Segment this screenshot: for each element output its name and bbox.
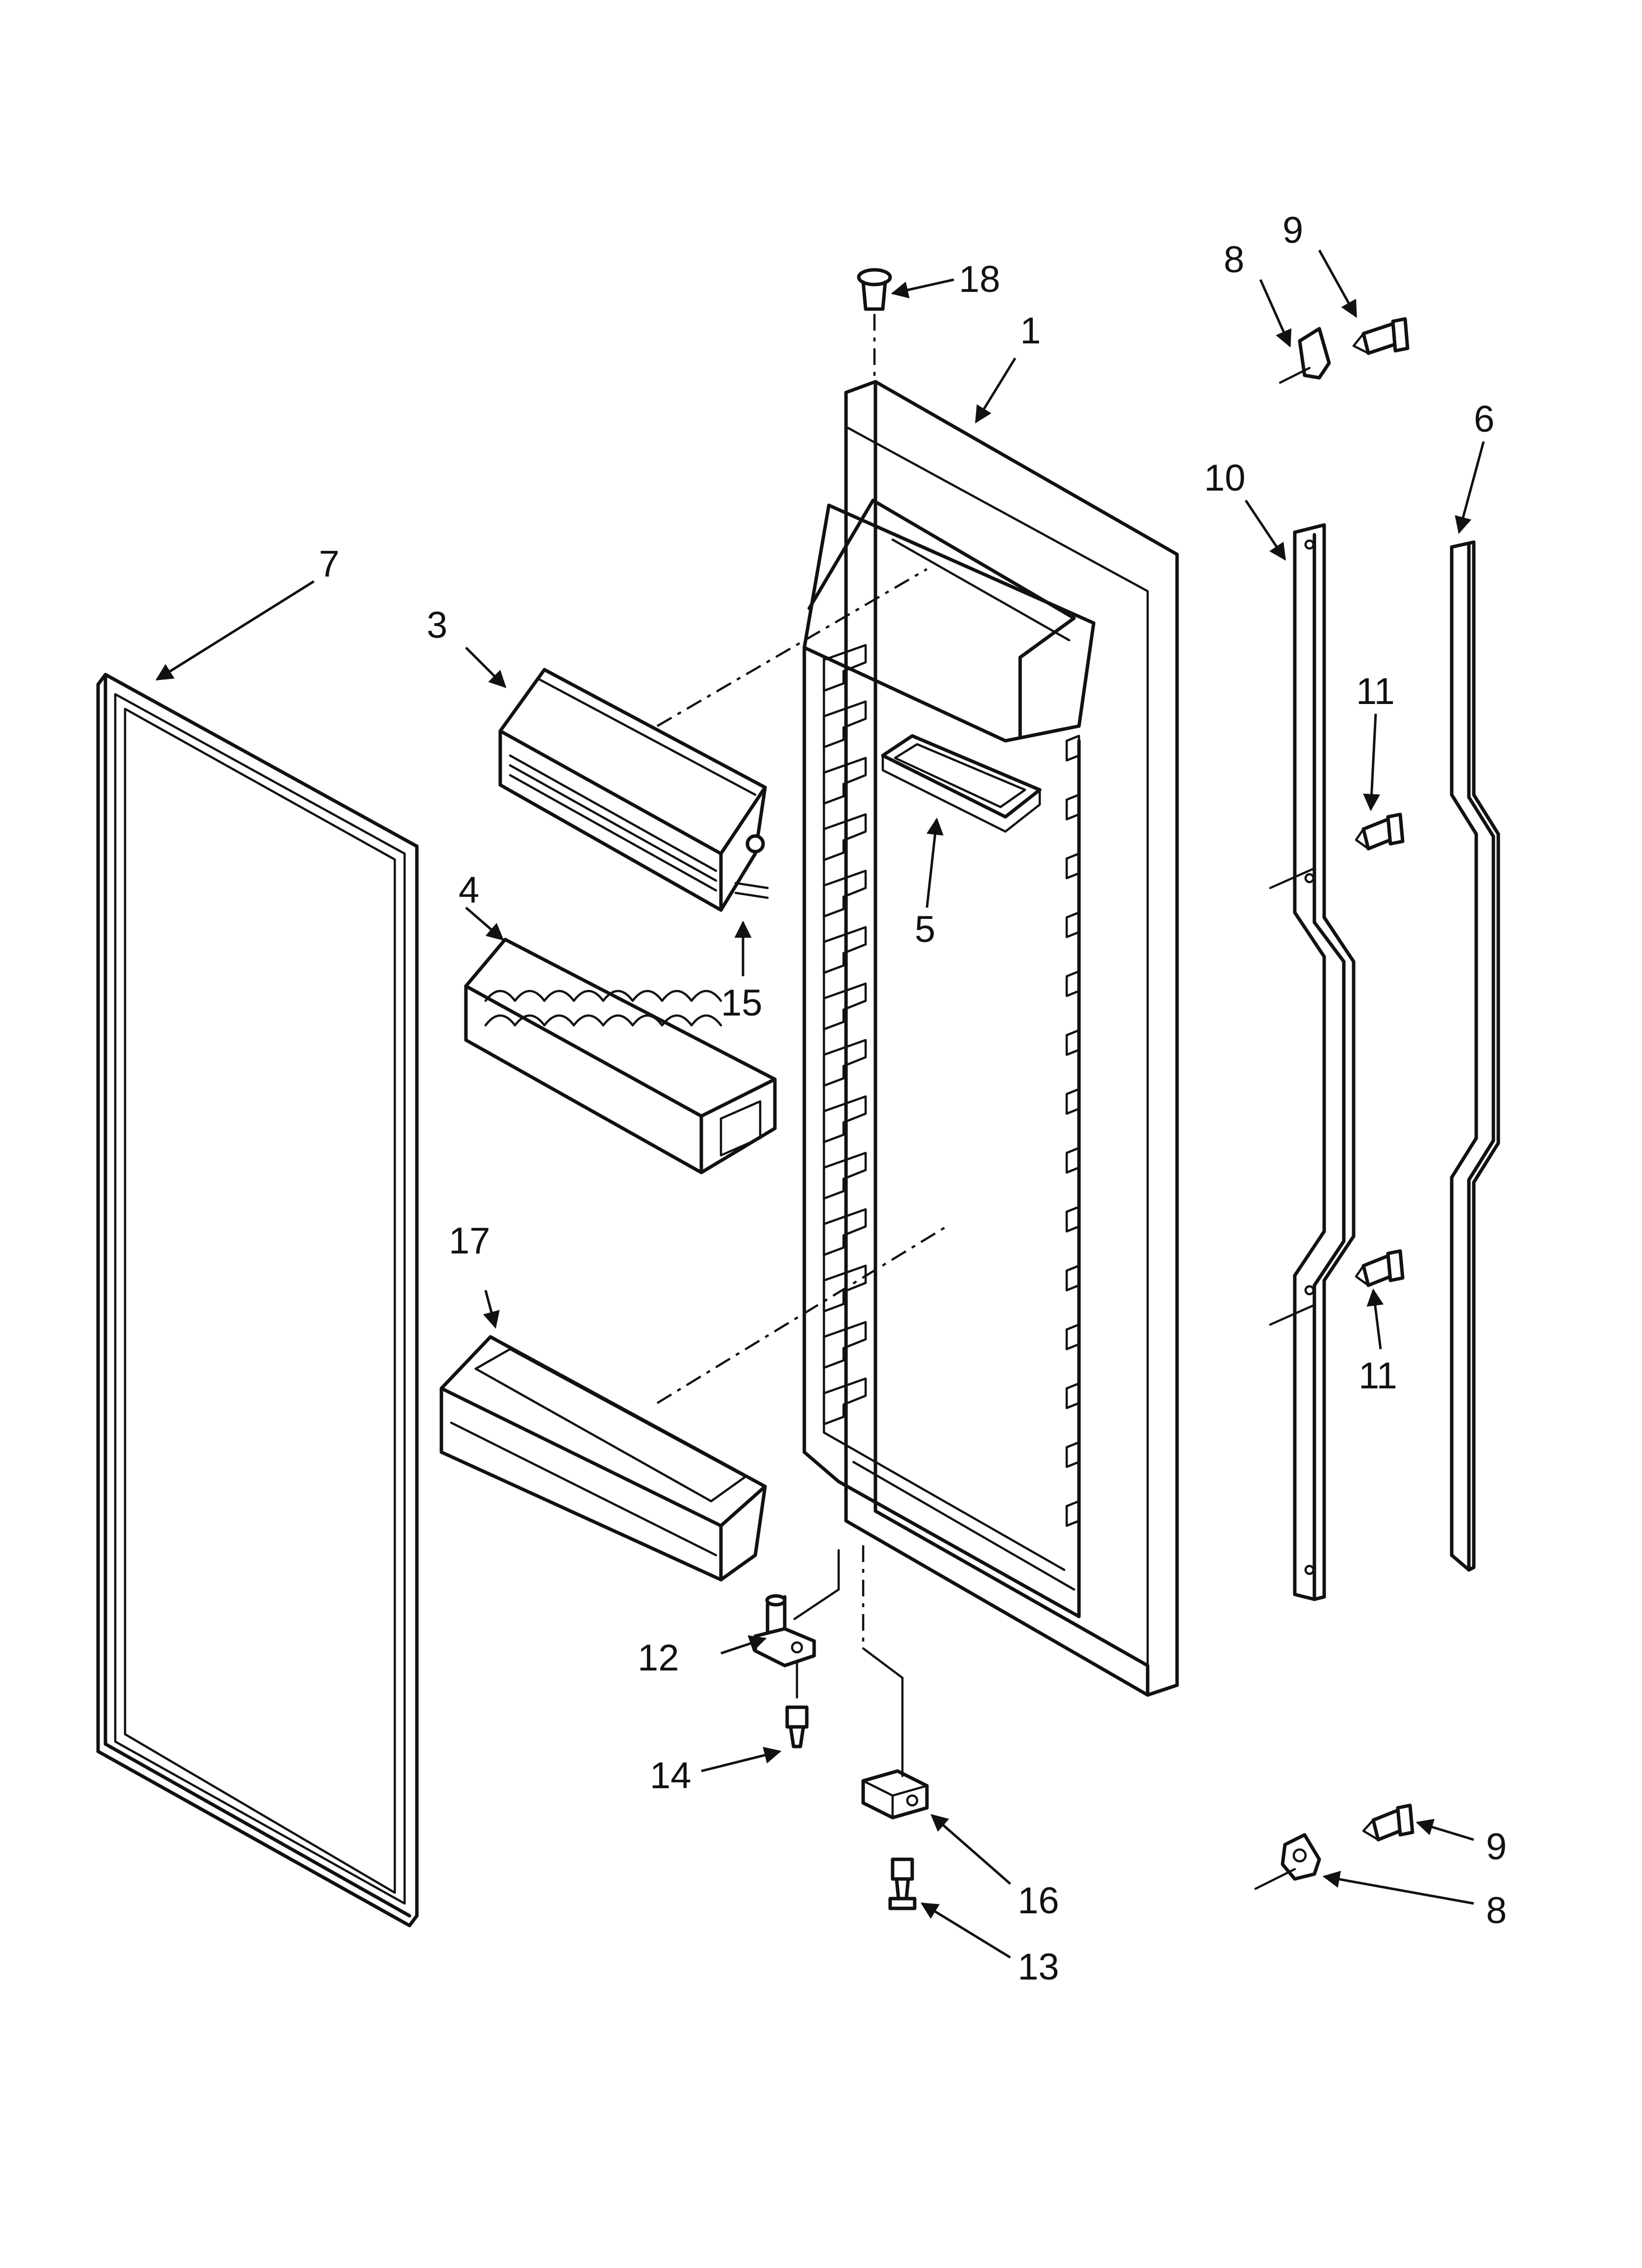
door-trim <box>1450 540 1500 1572</box>
dairy-door <box>498 568 928 912</box>
callout-15: 16 <box>1018 1880 1059 1922</box>
door-liner <box>802 380 1179 1697</box>
shelf-supports-right <box>1065 734 1080 1527</box>
door-bin <box>439 1225 948 1582</box>
callout-10: 10 <box>1204 457 1246 499</box>
handle-bracket <box>1269 523 1356 1601</box>
callout-4: 4 <box>459 869 479 911</box>
callout-7: 7 <box>319 543 339 585</box>
egg-tray <box>464 938 777 1174</box>
handle-clip-lower <box>1254 1833 1321 1890</box>
callout-11-lower: 11 <box>1359 1355 1397 1397</box>
callout-8-upper: 8 <box>1224 239 1244 281</box>
callout-18: 18 <box>959 259 1001 300</box>
callout-13: 15 <box>721 982 763 1024</box>
callout-9-upper: 9 <box>1283 209 1303 251</box>
callout-9-lower: 9 <box>1486 1826 1507 1868</box>
hinge-bracket <box>753 1549 840 1668</box>
hinge-screw-lower <box>888 1857 917 1910</box>
butter-tray <box>881 734 1042 833</box>
leader-lines <box>155 249 1485 1959</box>
callout-labels: 18 1 7 3 4 5 15 6 8 9 10 11 11 17 12 14 … <box>319 209 1507 1988</box>
callout-8-lower: 8 <box>1486 1890 1507 1931</box>
shelf-supports-left <box>822 644 867 1426</box>
callout-12: 12 <box>638 1637 679 1679</box>
callout-17: 14 <box>650 1755 692 1797</box>
callout-3: 3 <box>427 604 447 646</box>
callout-6: 6 <box>1474 398 1494 440</box>
hinge-screw <box>785 1662 809 1748</box>
door-plug <box>857 268 892 383</box>
hinge-block <box>861 1545 929 1820</box>
screw-11-lower <box>1355 1249 1405 1287</box>
handle-clip-upper <box>1279 327 1331 384</box>
screw-lower <box>1362 1803 1414 1842</box>
screw-upper <box>1352 317 1410 355</box>
callout-14: 13 <box>1018 1946 1059 1988</box>
callout-5: 5 <box>915 909 935 950</box>
callout-1: 1 <box>1020 310 1041 352</box>
callout-11-upper: 11 <box>1356 671 1395 712</box>
screw-11-upper <box>1355 812 1405 851</box>
callout-16: 17 <box>449 1220 490 1262</box>
door-gasket <box>96 673 419 1928</box>
